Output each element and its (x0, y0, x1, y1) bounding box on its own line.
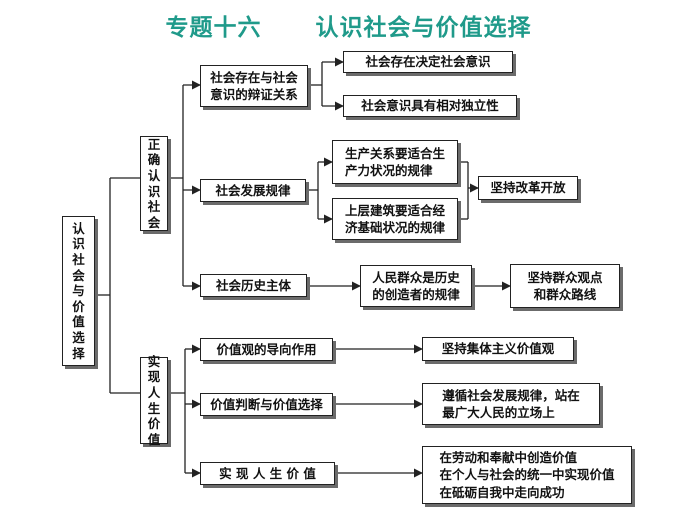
node-follow-law: 遵循社会发展规律，站在 最广大人民的立场上 (422, 383, 600, 425)
node-reform-opening: 坚持改革开放 (478, 176, 578, 200)
node-development-law: 社会发展规律 (200, 179, 306, 202)
node-people-create-history: 人民群众是历史 的创造者的规律 (360, 265, 472, 307)
page-title: 专题十六 认识社会与价值选择 (165, 15, 532, 41)
node-labor-dedication: 在劳动和奉献中创造价值 在个人与社会的统一中实现价值 在砥砺自我中走向成功 (422, 446, 632, 504)
node-value-judgment: 价值判断与价值选择 (200, 393, 333, 416)
node-production-relations: 生产关系要适合生 产力状况的规律 (332, 140, 458, 184)
branch-correct-understanding: 正确认识社会 (140, 136, 168, 231)
node-mass-line: 坚持群众观点 和群众路线 (510, 264, 620, 308)
node-superstructure: 上层建筑要适合经 济基础状况的规律 (332, 198, 458, 240)
node-value-guidance: 价值观的导向作用 (200, 338, 333, 361)
node-realize-value: 实 现 人 生 价 值 (200, 462, 335, 485)
node-existence-consciousness: 社会存在与社会 意识的辩证关系 (200, 65, 308, 107)
node-relative-independence: 社会意识具有相对独立性 (343, 95, 517, 117)
node-historical-subject: 社会历史主体 (200, 274, 307, 297)
node-collectivism: 坚持集体主义价值观 (422, 337, 574, 361)
branch-realize-life-value: 实现人生价值 (140, 354, 168, 447)
node-existence-determines: 社会存在决定社会意识 (343, 51, 513, 73)
root-node: 认识社会与价值选择 (62, 216, 95, 366)
